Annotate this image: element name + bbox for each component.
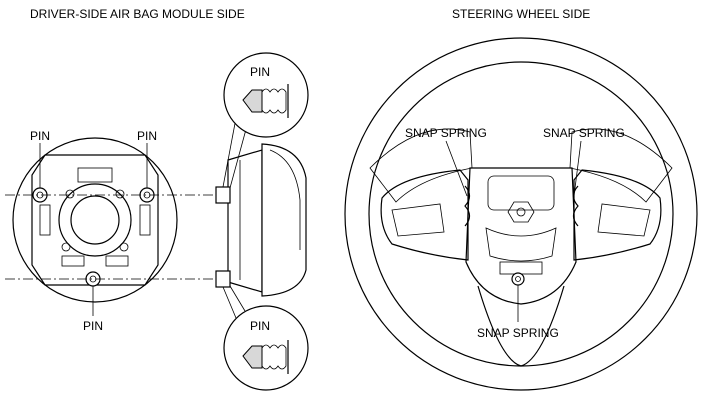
- module-hub-inner: [70, 195, 120, 245]
- callout-upper-line-a: [222, 117, 237, 188]
- module-screw-left: [61, 242, 71, 252]
- module-back-plate: [31, 154, 159, 286]
- snap-spring-label-bottom: SNAP SPRING: [477, 326, 559, 340]
- pin-detail-upper-circle: [223, 52, 309, 138]
- hub-center-nut: [507, 201, 535, 223]
- module-side-base: [227, 149, 263, 293]
- airbag-module-side-view: [215, 143, 307, 297]
- pin-detail-lower-spring: [261, 344, 287, 370]
- module-screw-right: [119, 242, 129, 252]
- wheel-upper-left-lip: [369, 128, 473, 203]
- module-left-slot: [39, 204, 51, 236]
- wheel-rim-outer: [344, 37, 698, 391]
- callout-upper-line-b: [229, 121, 249, 189]
- snap-spring-leader-right: [573, 140, 582, 197]
- left-switch-panel: [391, 203, 445, 237]
- side-pin-upper: [215, 186, 231, 204]
- pin-detail-upper-label: PIN: [250, 65, 270, 79]
- wheel-rim-inner: [368, 61, 674, 367]
- pin-detail-lower-tip: [242, 345, 263, 369]
- airbag-module-front-view: [12, 137, 178, 303]
- pin-label-left: PIN: [30, 129, 50, 143]
- pin-detail-lower: PIN: [223, 305, 309, 391]
- module-top-bracket: [77, 167, 113, 183]
- right-heading: STEERING WHEEL SIDE: [452, 7, 590, 21]
- wheel-left-spoke: [380, 169, 469, 261]
- steering-wheel: [344, 37, 698, 391]
- pin-detail-upper: PIN: [223, 52, 309, 138]
- module-outer-ring: [12, 137, 178, 303]
- pin-label-right: PIN: [137, 129, 157, 143]
- pin-detail-upper-tip: [242, 89, 263, 113]
- module-bottom-left-slot: [61, 255, 85, 267]
- snap-spring-left: [464, 185, 471, 227]
- module-screw-top-right: [115, 189, 125, 199]
- module-screw-top-left: [65, 189, 75, 199]
- pin-detail-lower-circle: [223, 305, 309, 391]
- snap-spring-bottom: [511, 272, 525, 286]
- hub-wiring-cover: [485, 227, 557, 262]
- left-heading: DRIVER-SIDE AIR BAG MODULE SIDE: [30, 7, 245, 21]
- module-hub-outer: [58, 183, 132, 257]
- hub-top-recess: [487, 175, 555, 211]
- pin-detail-lower-label: PIN: [250, 319, 270, 333]
- pin-label-bottom: PIN: [83, 319, 103, 333]
- hub-center-bolt: [516, 207, 526, 217]
- module-bottom-right-slot: [105, 255, 129, 267]
- snap-spring-bottom-center: [515, 276, 521, 282]
- side-pin-lower: [215, 270, 231, 288]
- pin-detail-upper-spring: [261, 88, 287, 114]
- snap-spring-label-right: SNAP SPRING: [543, 126, 625, 140]
- wheel-lower-spoke: [477, 285, 565, 367]
- module-side-contour: [269, 149, 301, 250]
- wheel-hub: [465, 167, 577, 305]
- callout-lower-line-a: [222, 286, 237, 319]
- right-switch-panel: [597, 203, 651, 237]
- wheel-right-spoke: [573, 169, 662, 261]
- snap-spring-leader-left: [445, 140, 468, 197]
- module-right-slot: [139, 204, 151, 236]
- wheel-upper-right-lip: [569, 128, 673, 203]
- snap-spring-label-left: SNAP SPRING: [405, 126, 487, 140]
- module-side-cover: [261, 143, 307, 297]
- hub-lower-bracket: [499, 261, 543, 275]
